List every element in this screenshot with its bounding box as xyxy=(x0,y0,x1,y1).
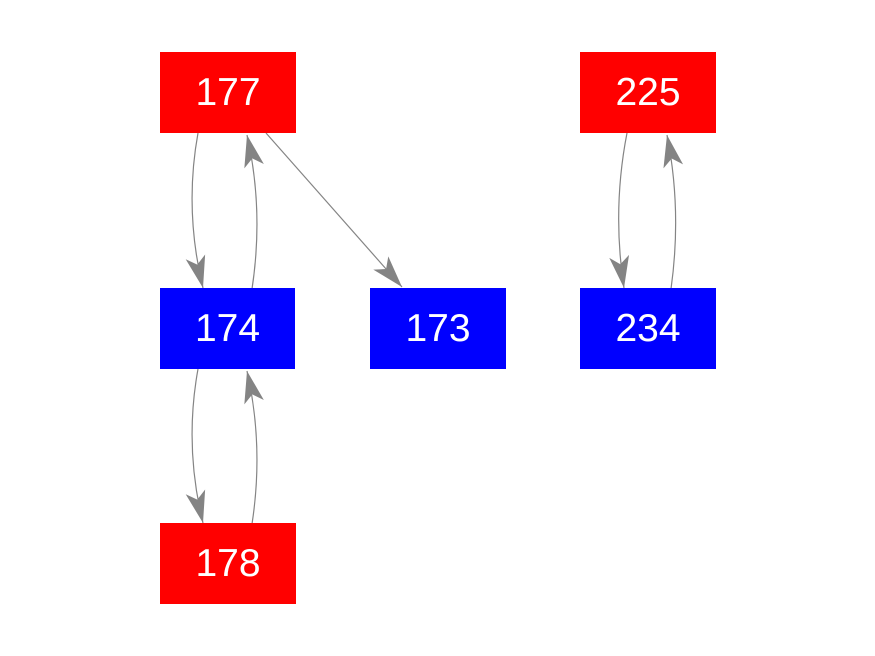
node-174[interactable]: 174 xyxy=(160,288,295,369)
arrowhead-icon xyxy=(244,371,264,405)
node-label: 234 xyxy=(615,307,681,350)
edge-174-178[interactable] xyxy=(185,368,213,525)
arrowhead-icon xyxy=(663,135,684,169)
edge-177-173[interactable] xyxy=(265,132,409,294)
node-label: 173 xyxy=(405,307,471,350)
node-178[interactable]: 178 xyxy=(160,523,296,604)
node-label: 225 xyxy=(615,71,681,114)
edge-234-225[interactable] xyxy=(657,133,684,290)
node-label: 178 xyxy=(195,542,261,585)
edge-177-174[interactable] xyxy=(185,132,213,290)
node-225[interactable]: 225 xyxy=(580,52,716,133)
arrowhead-icon xyxy=(185,489,206,523)
edge-225-234[interactable] xyxy=(609,132,634,290)
node-177[interactable]: 177 xyxy=(160,52,296,133)
arrowhead-icon xyxy=(609,254,630,288)
node-label: 174 xyxy=(194,307,261,350)
arrowhead-icon xyxy=(185,254,206,288)
edge-178-174[interactable] xyxy=(237,369,264,525)
arrowhead-icon xyxy=(244,135,264,169)
node-label: 177 xyxy=(195,71,261,114)
node-234[interactable]: 234 xyxy=(580,288,716,369)
edge-174-177[interactable] xyxy=(237,133,264,290)
arrowhead-icon xyxy=(373,256,402,287)
edge-line xyxy=(265,132,403,288)
node-173[interactable]: 173 xyxy=(370,288,506,369)
